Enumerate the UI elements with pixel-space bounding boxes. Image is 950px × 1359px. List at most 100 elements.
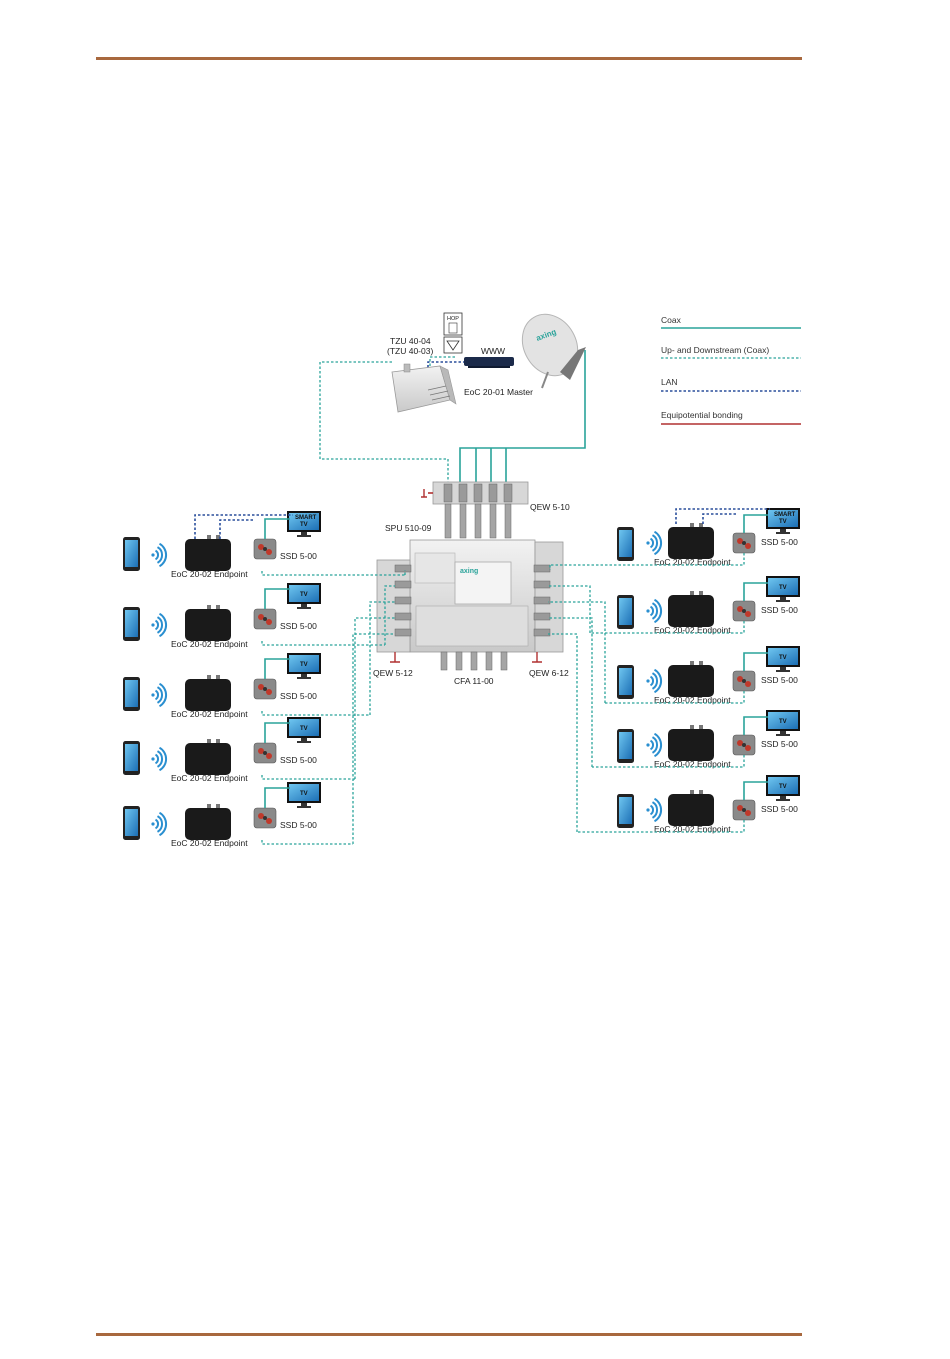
updown-trunk [384, 585, 395, 645]
tv-icon: TV [287, 717, 321, 743]
updown-line [261, 840, 353, 845]
endpoint-label: EoC 20-02 Endpoint [654, 759, 731, 769]
eoc-endpoint-device [185, 804, 231, 840]
tv-label: TV [300, 662, 308, 668]
qew-port [488, 483, 498, 503]
tv-icon: TV [766, 576, 800, 602]
eoc-endpoint-device [668, 725, 714, 761]
wall-socket-icon [253, 608, 277, 630]
smartphone-icon [123, 537, 140, 571]
eoc-endpoint-device [185, 675, 231, 711]
socket-label: SSD 5-00 [280, 755, 317, 765]
bottom-rule [96, 1333, 802, 1336]
updown-line [577, 820, 745, 833]
updown-line [261, 571, 405, 576]
lan-line [194, 514, 293, 539]
wall-socket-icon [253, 807, 277, 829]
wall-socket-icon [732, 532, 756, 554]
wall-socket-icon [253, 538, 277, 560]
socket-label: SSD 5-00 [280, 820, 317, 830]
wifi-icon [151, 542, 168, 568]
qew-right-port [533, 564, 551, 573]
updown-trunk [352, 633, 395, 844]
endpoint-label: EoC 20-02 Endpoint [171, 838, 248, 848]
updown-line [550, 553, 745, 566]
socket-label: SSD 5-00 [761, 537, 798, 547]
coax-line [264, 518, 290, 539]
updown-trunk [548, 601, 606, 703]
qew-port [473, 483, 483, 503]
updown-line [592, 755, 745, 768]
updown-trunk [548, 617, 593, 767]
wifi-icon [646, 797, 663, 823]
socket-label: SSD 5-00 [761, 675, 798, 685]
tv-icon: TV [766, 646, 800, 672]
wifi-icon [646, 732, 663, 758]
tv-icon: TV [287, 583, 321, 609]
qew-port [443, 483, 453, 503]
spu-input-cable [459, 503, 467, 539]
qew-left-port [394, 580, 412, 589]
endpoint-label: EoC 20-02 Endpoint [654, 824, 731, 834]
tzu-label: TZU 40-04 [390, 336, 431, 346]
endpoint-row-left: EoC 20-02 Endpoint SSD 5-00 TV [123, 782, 353, 848]
qew-left-port [394, 564, 412, 573]
wall-socket-icon [732, 799, 756, 821]
eoc-endpoint-device [668, 661, 714, 697]
tv-icon: TV [287, 782, 321, 808]
lan-line [675, 508, 770, 524]
tv-label: TV [779, 719, 787, 725]
eoc-endpoint-device [668, 523, 714, 559]
socket-label: SSD 5-00 [280, 621, 317, 631]
eoc-master-device [391, 363, 457, 413]
socket-label: SSD 5-00 [280, 551, 317, 561]
spu-label: SPU 510-09 [385, 523, 432, 533]
endpoint-label: EoC 20-02 Endpoint [171, 773, 248, 783]
updown-line [261, 775, 355, 780]
smartphone-icon [617, 595, 634, 629]
coax-line [264, 722, 290, 743]
smartphone-icon [123, 741, 140, 775]
wall-socket-icon [732, 734, 756, 756]
smartphone-icon [123, 806, 140, 840]
qew-left-label: QEW 5-12 [373, 668, 413, 678]
wifi-icon [646, 598, 663, 624]
wall-socket-icon [253, 742, 277, 764]
socket-label: SSD 5-00 [761, 804, 798, 814]
tzu-alt-label: (TZU 40-03) [387, 346, 433, 356]
cfa-terminator [485, 651, 493, 671]
lan-line [219, 519, 255, 539]
smartphone-icon [617, 729, 634, 763]
qew-left-port [394, 596, 412, 605]
cfa-terminator [470, 651, 478, 671]
qew-right-port [533, 628, 551, 637]
smart-tv-label-1: SMART [774, 512, 796, 518]
tv-label: TV [779, 585, 787, 591]
eoc-endpoint-device [185, 739, 231, 775]
qew-top-device [421, 481, 529, 505]
hop-box: HOP [443, 312, 463, 354]
qew-port [503, 483, 513, 503]
spu-input-cable [474, 503, 482, 539]
eoc-endpoint-device [668, 790, 714, 826]
endpoint-row-left: EoC 20-02 Endpoint SSD 5-00 TV [123, 717, 355, 783]
smartphone-icon [123, 607, 140, 641]
socket-label: SSD 5-00 [761, 605, 798, 615]
qew-top-label: QEW 5-10 [530, 502, 570, 512]
lan-line [702, 513, 738, 524]
updown-line-master [319, 361, 449, 482]
coax-line [743, 652, 768, 671]
cfa-terminator [500, 651, 508, 671]
coax-line-dish [459, 350, 586, 482]
cfa-terminator [440, 651, 448, 671]
updown-trunk [548, 633, 578, 832]
coax-line [743, 514, 768, 533]
